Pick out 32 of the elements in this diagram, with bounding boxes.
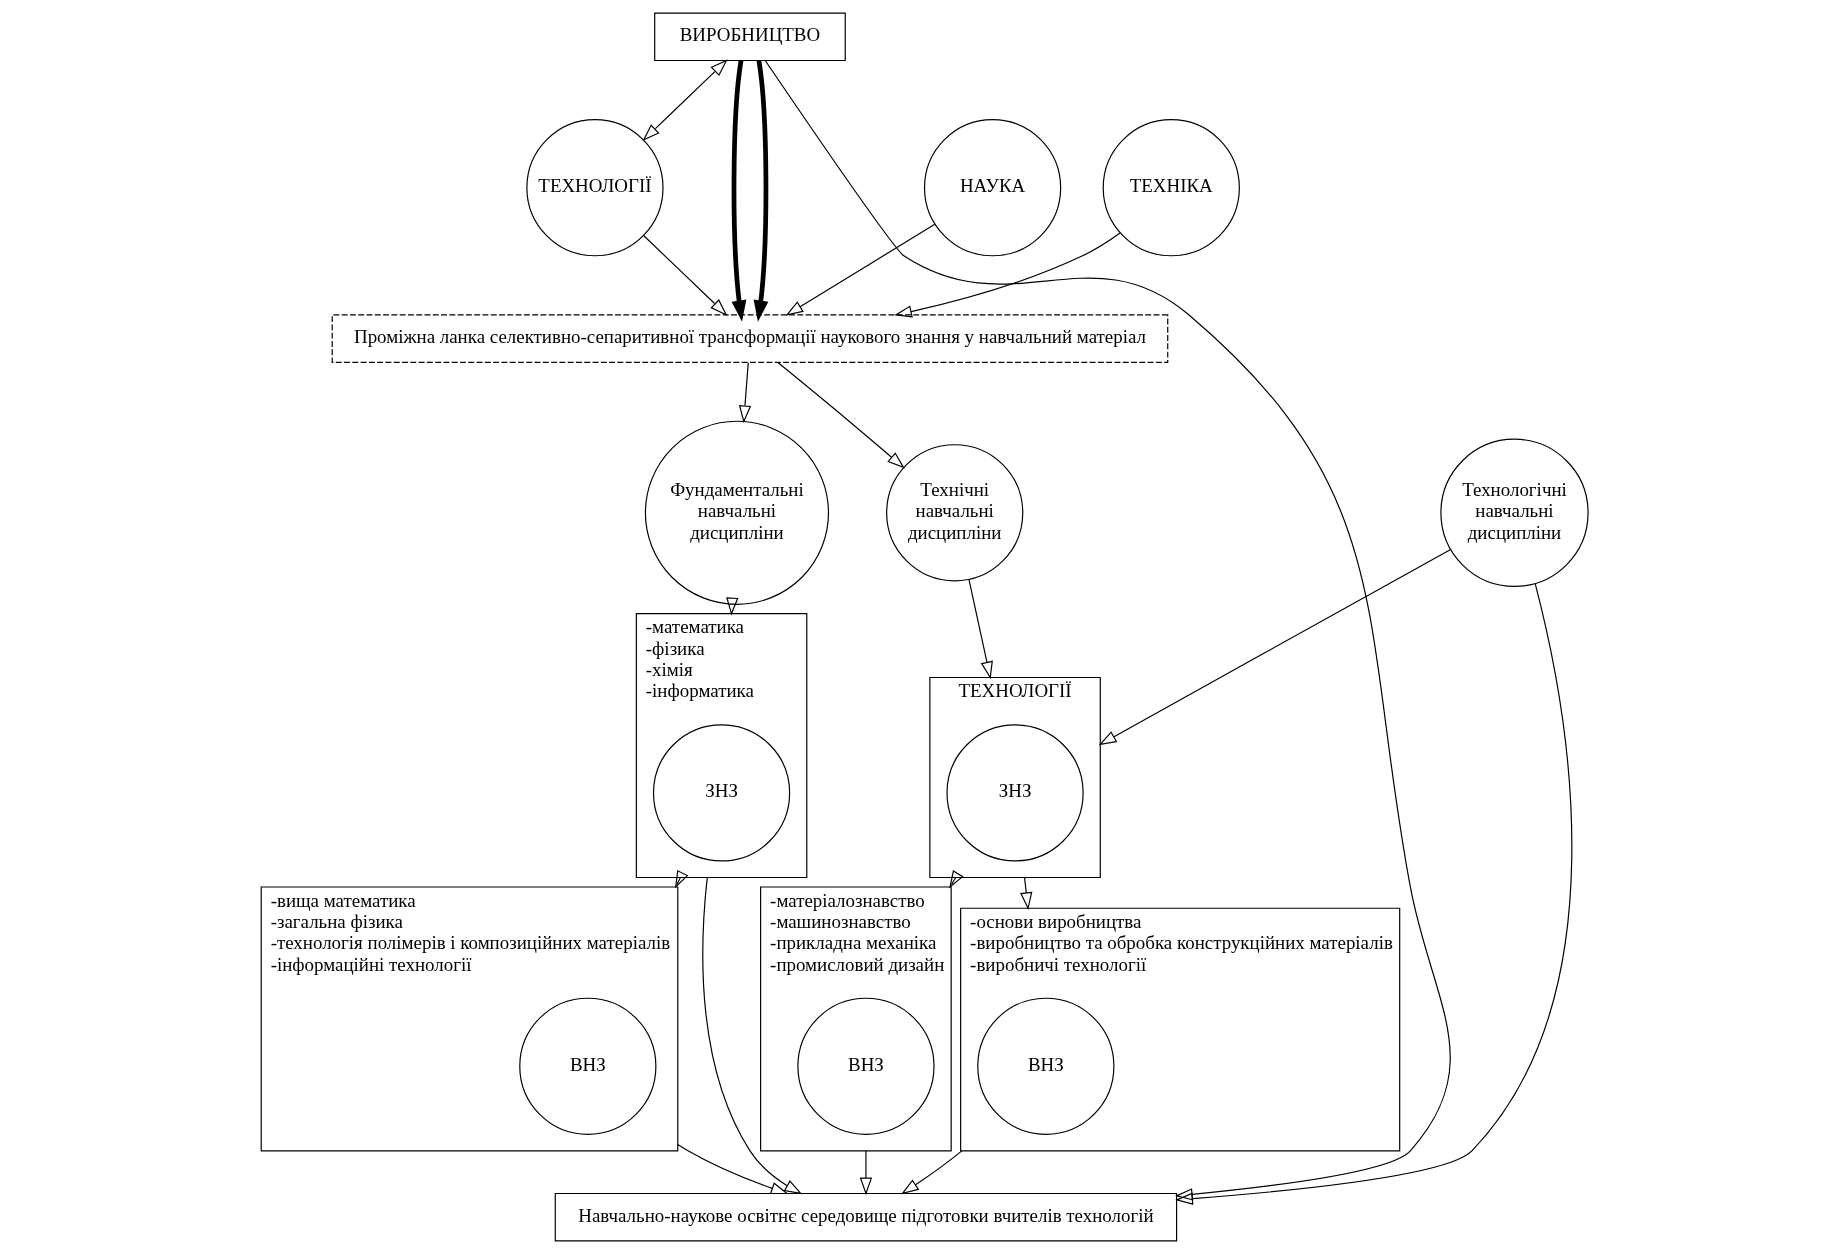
arrow (764, 59, 1451, 1201)
node-circle: ТЕХНОЛОГІЇ (526, 119, 664, 257)
node-circle: ВНЗ (977, 997, 1115, 1135)
node-box: ВИРОБНИЦТВО (654, 12, 846, 62)
node-box: Проміжна ланка селективно-сепаритивної трансформації наукового знання у навчальний матеріал (331, 314, 1169, 363)
arrow (859, 1150, 873, 1196)
arrow (731, 60, 747, 322)
arrow (901, 1150, 963, 1195)
arrow (1020, 876, 1033, 911)
arrow (1098, 549, 1451, 746)
node-circle: НАУКА (923, 119, 1062, 257)
arrow (643, 234, 728, 316)
arrow (777, 361, 905, 469)
arrow (674, 869, 689, 889)
node-circle: ТЕХНІКА (1102, 119, 1240, 257)
arrow (738, 362, 752, 424)
arrow (785, 223, 936, 316)
arrow (968, 578, 993, 680)
node-circle: ЗНЗ (652, 724, 791, 862)
arrow (894, 232, 1121, 318)
arrow (949, 870, 964, 889)
node-circle: Технологічні навчальні дисципліни (1440, 438, 1589, 587)
node-circle: ВНЗ (519, 997, 657, 1135)
arrow (642, 59, 728, 141)
arrow (753, 60, 769, 322)
arrow (702, 876, 803, 1195)
node-box: Навчально-наукове освітнє середовище підготовки вчителів технологій (554, 1192, 1178, 1242)
arrow (726, 597, 739, 616)
node-circle: ВНЗ (797, 997, 935, 1135)
arrow (1175, 583, 1573, 1205)
node-circle: ЗНЗ (946, 724, 1084, 862)
arrow (677, 1143, 789, 1195)
